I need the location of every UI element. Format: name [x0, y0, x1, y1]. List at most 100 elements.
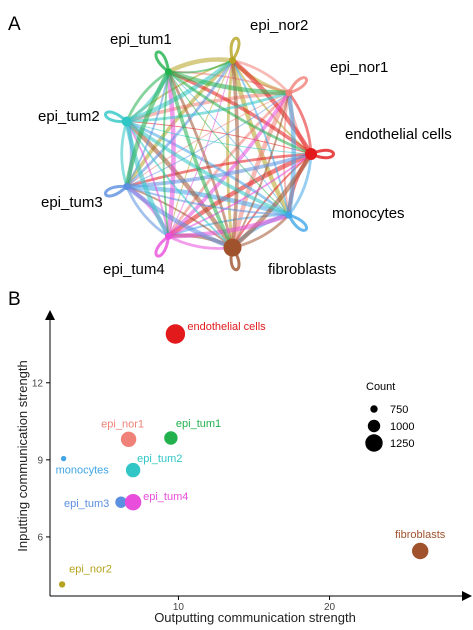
- edge-epi-tum1-to-epi-tum4: [162, 71, 170, 237]
- edge-epi-nor2-to-fibroblasts: [226, 60, 234, 248]
- self-loop-epi-tum2: [104, 110, 128, 124]
- edge-epi-nor2-to-epi-tum4: [168, 60, 233, 237]
- node-label-epi-tum4: epi_tum4: [103, 261, 165, 278]
- network-self-loops: [104, 36, 335, 272]
- node-label-epi-nor2: epi_nor2: [250, 17, 308, 34]
- self-loop-epi-tum3: [104, 184, 128, 198]
- edge-epi-tum1-to-endothelial-cells: [167, 70, 312, 156]
- self-loop-epi-tum4: [154, 235, 170, 258]
- node-label-epi-nor1: epi_nor1: [330, 59, 388, 76]
- network-edges: [120, 57, 313, 250]
- scatter-points: [58, 324, 429, 588]
- edge-epi-tum1-to-monocytes: [168, 71, 290, 216]
- node-monocytes: [285, 211, 293, 219]
- node-label-monocytes: monocytes: [332, 205, 405, 222]
- node-epi-tum4: [165, 232, 172, 240]
- point-label-endothelial-cells: endothelial cells: [187, 321, 266, 333]
- edge-epi-tum1-to-epi-tum2: [125, 70, 170, 123]
- edge-endothelial-cells-to-epi-tum2: [126, 121, 312, 155]
- edge-endothelial-cells-to-fibroblasts: [231, 153, 312, 249]
- point-epi-tum4: [124, 494, 142, 511]
- node-epi-tum3: [123, 183, 131, 190]
- point-endothelial-cells: [165, 324, 186, 344]
- edge-epi-tum2-to-epi-tum4: [124, 121, 171, 238]
- point-epi-nor2: [58, 581, 66, 588]
- self-loop-epi-tum1: [154, 50, 170, 73]
- legend-title: Count: [366, 381, 395, 393]
- node-label-epi-tum2: epi_tum2: [38, 108, 100, 125]
- edge-epi-tum1-to-epi-nor1: [167, 69, 289, 96]
- y-tick-label-9: 9: [37, 455, 43, 466]
- edge-monocytes-to-epi-nor1: [286, 92, 297, 216]
- legend-circle-1000: [367, 419, 381, 433]
- edge-fibroblasts-to-epi-tum1: [167, 71, 234, 248]
- edge-monocytes-to-epi-tum2: [126, 120, 290, 217]
- self-loop-epi-nor1: [287, 76, 308, 95]
- network-nodes: [121, 56, 317, 257]
- edge-epi-tum2-to-epi-nor2: [125, 58, 234, 124]
- edge-epi-tum4-to-epi-nor2: [168, 60, 233, 237]
- point-label-epi-nor2: epi_nor2: [69, 563, 112, 575]
- edge-epi-tum2-to-endothelial-cells: [126, 121, 312, 155]
- point-label-monocytes: monocytes: [56, 465, 110, 477]
- legend-label-1250: 1250: [390, 438, 414, 450]
- scatter-point-labels: endothelial cells epi_nor1 epi_tum1monocyt…: [56, 321, 446, 575]
- legend-label-750: 750: [390, 404, 408, 416]
- panel-a-letter: A: [8, 14, 21, 35]
- edge-epi-tum4-to-monocytes: [168, 212, 290, 239]
- edge-epi-tum1-to-fibroblasts: [166, 71, 235, 249]
- node-epi-tum2: [121, 116, 132, 127]
- edge-epi-tum1-to-epi-tum3: [124, 70, 171, 187]
- edge-epi-tum3-to-epi-tum1: [125, 71, 170, 187]
- self-loop-epi-nor2: [229, 36, 241, 62]
- edge-epi-tum3-to-endothelial-cells: [126, 152, 312, 189]
- x-axis-label: Outputting communication strength: [154, 610, 356, 625]
- edge-epi-nor1-to-epi-tum4: [167, 91, 290, 238]
- node-fibroblasts: [223, 238, 242, 257]
- edge-epi-tum3-to-epi-tum4: [125, 185, 170, 238]
- edge-endothelial-cells-to-epi-tum3: [126, 152, 312, 188]
- point-label-epi-tum1: epi_tum1: [176, 418, 221, 430]
- x-tick-label-10: 10: [173, 602, 185, 613]
- node-label-epi-tum3: epi_tum3: [41, 194, 103, 211]
- node-epi-nor1: [285, 89, 293, 97]
- edge-epi-tum4-to-epi-tum2: [125, 121, 170, 237]
- point-epi-nor1: [120, 431, 137, 447]
- edge-epi-tum3-to-epi-nor1: [126, 92, 290, 187]
- edge-fibroblasts-to-epi-nor2: [230, 60, 240, 248]
- node-label-epi-tum1: epi_tum1: [110, 31, 172, 48]
- edge-fibroblasts-to-endothelial-cells: [230, 152, 313, 250]
- edge-fibroblasts-to-epi-tum3: [126, 185, 234, 249]
- point-label-epi-tum3: epi_tum3: [64, 498, 109, 510]
- edge-epi-tum2-to-epi-tum3: [120, 121, 129, 187]
- y-tick-label-12: 12: [32, 378, 44, 389]
- edge-endothelial-cells-to-epi-nor1: [287, 92, 313, 155]
- y-axis-label: Inputting communication strength: [15, 360, 30, 552]
- point-label-fibroblasts: fibroblasts: [395, 529, 446, 541]
- edge-epi-nor1-to-epi-tum3: [126, 92, 290, 187]
- point-epi-tum1: [164, 431, 178, 445]
- edge-epi-tum4-to-epi-nor1: [167, 91, 291, 238]
- point-fibroblasts: [412, 542, 429, 560]
- node-epi-nor2: [229, 56, 236, 64]
- node-endothelial-cells: [305, 148, 317, 160]
- node-epi-tum1: [165, 68, 172, 76]
- point-monocytes: [60, 455, 67, 462]
- legend-circle-750: [370, 405, 378, 413]
- edge-epi-nor2-to-epi-tum1: [167, 57, 233, 74]
- point-label-epi-nor1: epi_nor1: [101, 418, 144, 430]
- edge-epi-nor1-to-epi-nor2: [232, 59, 290, 94]
- edge-monocytes-to-epi-tum1: [168, 71, 290, 216]
- self-loop-endothelial-cells: [310, 148, 335, 160]
- edge-epi-nor1-to-monocytes: [282, 92, 290, 216]
- edge-monocytes-to-epi-tum4: [168, 214, 289, 238]
- node-label-fibroblasts: fibroblasts: [268, 261, 336, 278]
- edge-endothelial-cells-to-epi-nor2: [230, 58, 313, 156]
- edge-epi-tum3-to-fibroblasts: [125, 184, 234, 250]
- edge-epi-tum2-to-monocytes: [125, 120, 290, 217]
- point-label-epi-tum2: epi_tum2: [137, 453, 182, 465]
